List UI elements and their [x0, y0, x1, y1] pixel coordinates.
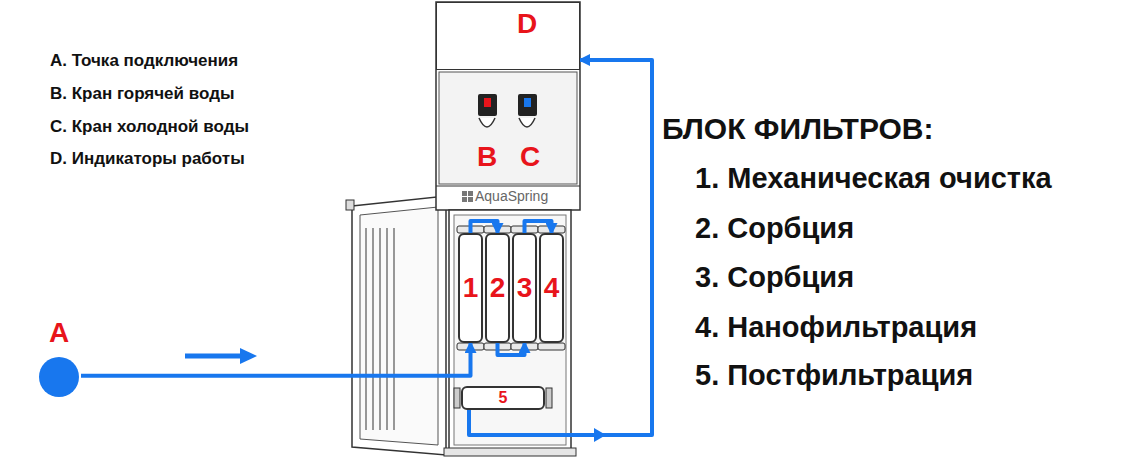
- cold-tap-lever: [519, 118, 535, 127]
- hot-tap-lever: [479, 118, 495, 127]
- callout-letter: D: [517, 9, 537, 40]
- filter-cartridge: 3: [512, 233, 537, 343]
- coil-stroke: [393, 228, 394, 430]
- cabinet-door: [352, 196, 446, 455]
- hot-tap-mark: [484, 98, 491, 107]
- flow-line: [469, 60, 652, 435]
- filter-cap: [538, 343, 565, 350]
- indicator-panel: D: [436, 2, 580, 70]
- callout-letter: 4: [544, 273, 560, 304]
- filter-cartridge: 5: [461, 386, 545, 410]
- logo-icon: [462, 191, 473, 202]
- legend-text: C. Кран холодной воды: [50, 118, 249, 137]
- coil-stroke: [386, 228, 387, 430]
- tap-panel: [439, 72, 577, 184]
- hot-tap: [478, 94, 497, 116]
- legend-text: 1. Механическая очистка: [695, 163, 1052, 195]
- filter-cartridge: 2: [485, 233, 510, 343]
- filter-caps: [457, 226, 565, 350]
- connection-dot: [39, 357, 79, 397]
- logo-divider: [436, 185, 580, 186]
- coil-stroke: [379, 228, 380, 430]
- legend-text: 4. Нанофильтрация: [695, 312, 977, 344]
- legend-text: 2. Сорбция: [695, 213, 854, 245]
- flow-line: [525, 221, 552, 233]
- door-inner: [360, 207, 438, 445]
- cold-tap-mark: [524, 98, 531, 107]
- callout-letter: 5: [499, 389, 508, 407]
- legend-text: D. Индикаторы работы: [50, 150, 245, 169]
- flow-arrow-head: [240, 348, 257, 364]
- callout-letter: 3: [517, 273, 533, 304]
- cabinet-base: [444, 448, 576, 456]
- coil-stroke: [365, 228, 366, 430]
- filter-cartridge: 1: [458, 233, 483, 343]
- filter-cartridge: 4: [539, 233, 564, 343]
- callout-letter: B: [477, 142, 497, 173]
- flow-line: [471, 221, 498, 233]
- connection-point: A: [37, 318, 81, 397]
- brand-logo: AquaSpring: [475, 189, 548, 204]
- legend-text: 5. Постфильтрация: [695, 360, 973, 392]
- cold-tap: [518, 94, 537, 116]
- legend-text: A. Точка подключения: [50, 52, 238, 71]
- callout-letter: 2: [490, 273, 506, 304]
- door-coil: [366, 228, 394, 430]
- door-hinge: [346, 200, 354, 210]
- filter-clip: [546, 388, 552, 408]
- callout-letter: A: [49, 318, 69, 349]
- flow-line: [81, 343, 471, 376]
- legend-text: 3. Сорбция: [695, 262, 854, 294]
- cooler-tower: [436, 2, 580, 210]
- legend-text: БЛОК ФИЛЬТРОВ:: [662, 112, 934, 145]
- callout-letter: 1: [463, 273, 479, 304]
- filter-clip: [454, 388, 460, 408]
- flow-arrow: [185, 354, 242, 359]
- coil-stroke: [372, 228, 373, 430]
- callout-letter: C: [520, 142, 540, 173]
- flow-line: [498, 343, 525, 355]
- legend-text: B. Кран горячей воды: [50, 85, 234, 104]
